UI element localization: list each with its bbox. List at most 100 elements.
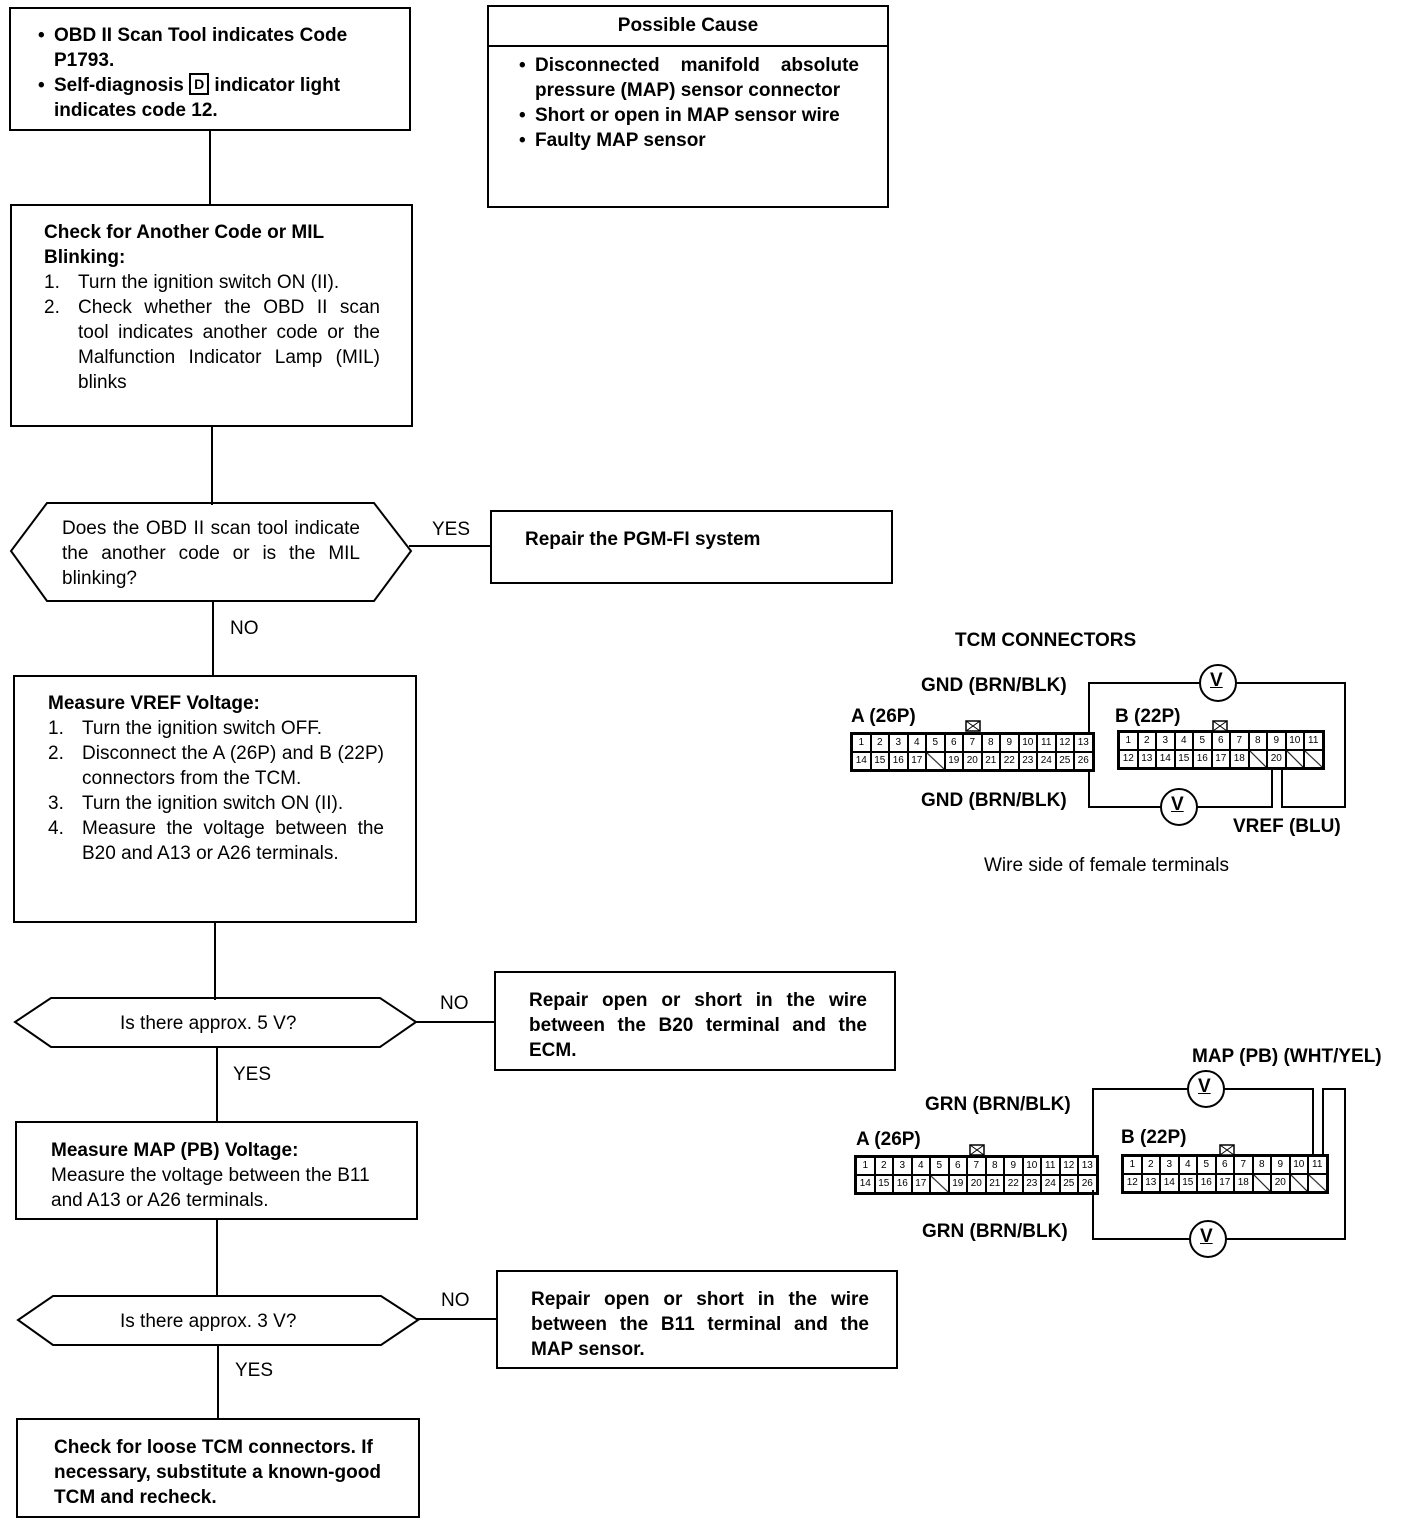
connector-terminal: 13 [1137,750,1156,768]
yes-line-pgm [409,545,492,547]
connector-terminal: 2 [870,734,889,752]
connector-terminal: 4 [1174,732,1193,750]
connector-terminal: 26 [1074,752,1093,770]
diagram1-title: TCM CONNECTORS [955,630,1137,651]
connector-terminal: 10 [1285,732,1304,750]
connector-terminal: 7 [963,734,982,752]
connector-terminal: 24 [1037,752,1056,770]
measure-map-box: Measure MAP (PB) Voltage: Measure the vo… [15,1121,418,1220]
step-number: 4. [48,818,64,839]
connector-empty-cavity [930,1175,949,1193]
connector-terminal: 22 [1000,752,1019,770]
check-code-box: Check for Another Code or MIL Blinking: … [10,204,413,427]
voltmeter-label: V [1210,670,1223,691]
diagram2-grn-bottom: GRN (BRN/BLK) [922,1221,1068,1242]
measure-vref-box: Measure VREF Voltage: 1.Turn the ignitio… [13,675,417,923]
connector-terminal: 2 [874,1157,893,1175]
possible-cause-title: Possible Cause [489,7,887,47]
connector-terminal: 4 [911,1157,930,1175]
diagram1-gnd-top: GND (BRN/BLK) [921,675,1067,696]
flow-line-6 [216,1218,218,1297]
decision-3v-hexagon [16,1295,420,1346]
connector-terminal: 17 [1215,1174,1234,1192]
flow-line-1 [209,129,211,206]
decision-code-hexagon [9,502,413,602]
connector-terminal: 7 [1234,1156,1253,1174]
vref-step: 4.Measure the voltage between the B20 an… [48,816,384,866]
connector-terminal: 21 [981,752,1000,770]
connector-terminal: 24 [1041,1175,1060,1193]
step-text: Turn the ignition switch ON (II). [78,272,340,293]
connector-terminal: 11 [1308,1156,1327,1174]
connector-terminal: 15 [1174,750,1193,768]
diagram1-caption: Wire side of female terminals [984,855,1229,876]
no-line-b11 [417,1318,498,1320]
d-indicator-icon: D [189,73,210,95]
connector-terminal: 20 [967,1175,986,1193]
flow-line-7 [217,1345,219,1420]
flow-line-5 [216,1047,218,1123]
connector-empty-cavity [1252,1174,1271,1192]
repair-b11-box: Repair open or short in the wire between… [496,1270,898,1369]
connector-terminal: 3 [1160,1156,1179,1174]
connector-terminal: 22 [1004,1175,1023,1193]
connector-terminal: 5 [1197,1156,1216,1174]
connector-terminal: 4 [1178,1156,1197,1174]
decision-5v-question: Is there approx. 5 V? [120,1013,297,1034]
connector-terminal: 25 [1059,1175,1078,1193]
repair-b11-text: Repair open or short in the wire between… [531,1289,869,1360]
connector-terminal: 21 [985,1175,1004,1193]
diagram1-vref: VREF (BLU) [1233,816,1341,837]
step-text: Turn the ignition switch ON (II). [82,793,344,814]
connector-terminal: 1 [856,1157,875,1175]
connector-empty-cavity [1304,750,1323,768]
connector-terminal: 10 [1022,1157,1041,1175]
connector-terminal: 5 [1193,732,1212,750]
connector-terminal: 3 [893,1157,912,1175]
connector-terminal: 9 [1004,1157,1023,1175]
connector-terminal: 16 [889,752,908,770]
connector-terminal: 15 [874,1175,893,1193]
connector-terminal: 20 [963,752,982,770]
flow-line-2 [211,425,213,505]
check-code-title: Check for Another Code or MIL Blinking: [44,222,324,268]
connector-empty-cavity [1248,750,1267,768]
yes-label-3v: YES [235,1360,274,1381]
repair-pgm-box: Repair the PGM-FI system [490,510,893,584]
connector-terminal: 19 [944,752,963,770]
connector-terminal: 12 [1119,750,1138,768]
connector-terminal: 8 [985,1157,1004,1175]
self-diag-prefix: Self-diagnosis [54,75,184,96]
measure-map-text: Measure the voltage between the B11 and … [51,1165,370,1211]
connector-terminal: 23 [1018,752,1037,770]
repair-pgm-text: Repair the PGM-FI system [525,529,761,550]
step-text: Turn the ignition switch OFF. [82,718,323,739]
step-number: 1. [44,272,60,293]
step-text: Check whether the OBD II scan tool indic… [78,297,380,393]
symptom-line: OBD II Scan Tool indicates Code P1793. [38,23,383,73]
connector-terminal: 23 [1022,1175,1041,1193]
voltmeter-icon [1199,664,1237,702]
diagram2-conn-a-label: A (26P) [856,1129,921,1150]
connector-terminal: 17 [1211,750,1230,768]
symptom-self-diag: Self-diagnosis D indicator lightindicate… [38,73,383,123]
voltmeter-icon [1189,1220,1227,1258]
connector-terminal: 20 [1271,1174,1290,1192]
connector-terminal: 12 [1055,734,1074,752]
no-line-b20 [415,1021,495,1023]
connector-empty-cavity [1308,1174,1327,1192]
connector-terminal: 7 [967,1157,986,1175]
repair-b20-box: Repair open or short in the wire between… [494,971,896,1071]
connector-terminal: 9 [1267,732,1286,750]
diagram1-conn-b-label: B (22P) [1115,706,1181,727]
cause-item: Disconnected manifold absolute pressure … [519,53,859,103]
step-text: Disconnect the A (26P) and B (22P) conne… [82,743,384,789]
voltmeter-icon [1160,788,1198,826]
connector-terminal: 2 [1137,732,1156,750]
